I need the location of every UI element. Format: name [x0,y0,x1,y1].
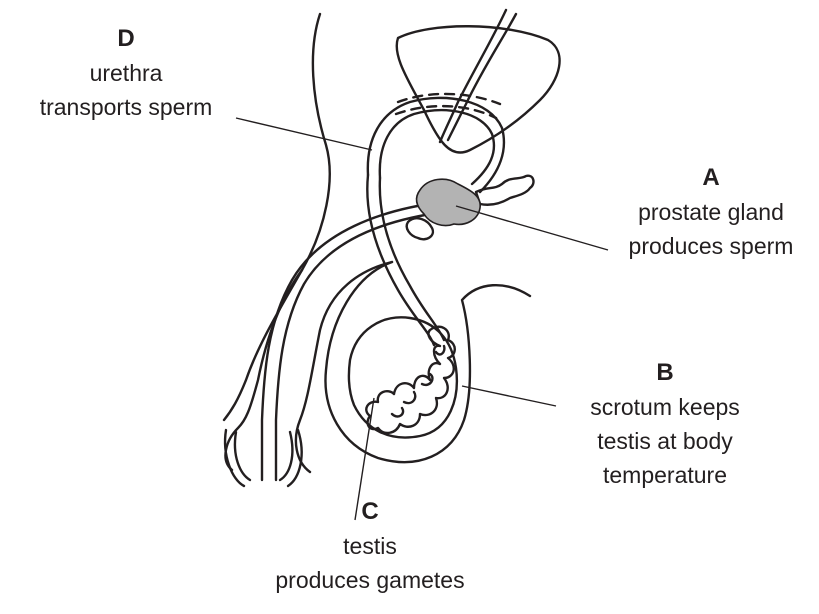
label-d-line-1: urethra [0,56,252,90]
label-b-line-2: testis at body [555,424,775,458]
label-b: B scrotum keeps testis at body temperatu… [555,356,775,492]
urethra [262,202,442,480]
label-d: D urethra transports sperm [0,22,252,124]
label-c-letter: C [240,495,500,529]
scrotum [325,262,530,462]
small-gland [407,218,433,239]
label-b-line-1: scrotum keeps [555,390,775,424]
label-a: A prostate gland produces sperm [593,161,819,263]
seminal-vesicle [476,176,533,205]
pointer-line-d [236,118,372,150]
label-a-line-1: prostate gland [593,195,819,229]
label-c-line-1: testis [240,529,500,563]
label-b-line-3: temperature [555,458,775,492]
label-c-line-2: produces gametes [240,563,500,597]
bladder [397,26,560,152]
label-c: C testis produces gametes [240,495,500,597]
label-d-letter: D [0,22,252,56]
pointer-line-a [456,206,608,250]
label-a-line-2: produces sperm [593,229,819,263]
label-a-letter: A [593,161,819,195]
prostate-gland [417,179,481,225]
pointer-line-b [462,386,556,406]
epididymis [366,327,454,433]
label-b-letter: B [555,356,775,390]
label-d-line-2: transports sperm [0,90,252,124]
